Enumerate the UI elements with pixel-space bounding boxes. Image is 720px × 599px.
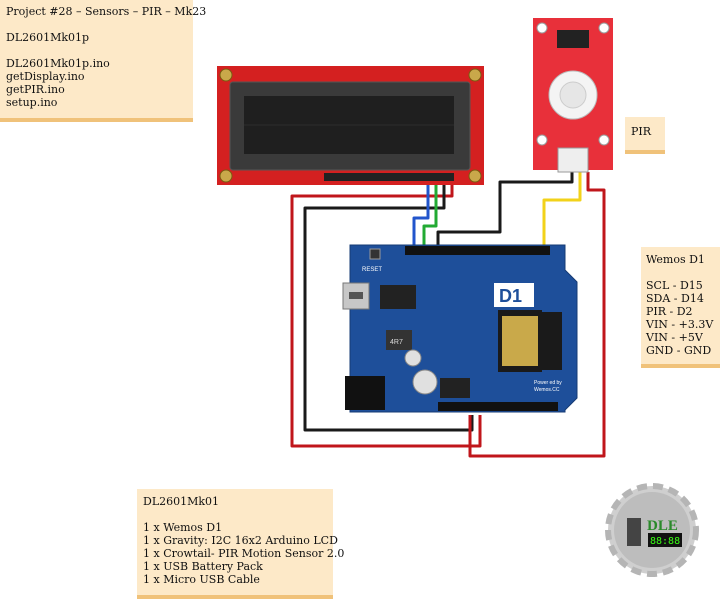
- logo-display: [648, 533, 682, 547]
- inductor-label: 4R7: [390, 339, 403, 346]
- wire-green-lcd: [422, 180, 438, 246]
- pir-sensor: [533, 18, 613, 173]
- powered-by-text: Power ed by: [534, 380, 562, 386]
- lcd-mount-hole: [219, 169, 233, 183]
- project-note-line: getDisplay.ino: [6, 70, 85, 83]
- wire-black-lcd: [303, 180, 474, 432]
- wemos-note-line: SDA - D14: [646, 292, 704, 305]
- parts-note-line: 1 x Wemos D1: [143, 521, 223, 534]
- pir-mount-hole: [536, 134, 548, 146]
- parts-list-note: DL2601Mk01 1 x Wemos D1 1 x Gravity: I2C…: [137, 489, 345, 599]
- board-header-top: [405, 246, 550, 255]
- project-note-line: getPIR.ino: [6, 83, 65, 96]
- project-note-line: setup.ino: [6, 96, 58, 109]
- parts-note-line: 1 x Crowtail- PIR Motion Sensor 2.0: [143, 547, 345, 560]
- logo-multimeter: [627, 518, 641, 546]
- pir-connector: [557, 147, 589, 173]
- lcd-mount-hole: [468, 68, 482, 82]
- logo-text: DLE: [647, 518, 678, 534]
- esp-antenna: [542, 312, 562, 370]
- pir-mount-hole: [536, 22, 548, 34]
- wemos-pinout-note: Wemos D1 SCL - D15 SDA - D14 PIR - D2 VI…: [641, 247, 720, 368]
- capacitor: [412, 369, 438, 395]
- parts-note-line: DL2601Mk01: [143, 495, 220, 508]
- logo-gear-inner: [614, 492, 690, 568]
- pir-note: PIR: [625, 117, 665, 154]
- wemos-note-line: Wemos D1: [646, 253, 705, 266]
- project-note-line: DL2601Mk01p: [6, 31, 90, 44]
- brand-text: Wemos.CC: [534, 387, 560, 393]
- lcd-module: [217, 66, 484, 185]
- d1-badge-text: D1: [499, 286, 522, 306]
- lcd-mount-hole: [468, 169, 482, 183]
- wires: [290, 172, 606, 458]
- pir-note-label: PIR: [631, 125, 652, 138]
- lcd-mount-hole: [219, 68, 233, 82]
- esp-shield: [502, 316, 538, 366]
- parts-note-line: 1 x USB Battery Pack: [143, 560, 263, 573]
- d1-badge: [494, 283, 534, 307]
- project-note-line: DL2601Mk01p.ino: [6, 57, 110, 70]
- reset-label: RESET: [362, 267, 382, 273]
- dle-logo: 88:88 DLE: [605, 483, 699, 577]
- capacitor-small: [404, 349, 422, 367]
- lcd-header-pins: [324, 173, 454, 181]
- pir-chip: [557, 30, 589, 48]
- wemos-note-line: VIN - +3.3V: [646, 318, 714, 331]
- board-header-bottom: [438, 402, 558, 411]
- wemos-note-line: VIN - +5V: [646, 331, 703, 344]
- logo-display-text: 88:88: [650, 536, 680, 547]
- reset-button: [369, 248, 381, 260]
- wire-blue-lcd: [412, 180, 430, 246]
- voltage-regulator: [440, 378, 470, 398]
- usb-port-slot: [349, 292, 363, 299]
- wire-red-lcd: [290, 180, 482, 448]
- dc-jack: [345, 376, 385, 410]
- wemos-note-line: SCL - D15: [646, 279, 703, 292]
- wemos-note-line: GND - GND: [646, 344, 712, 357]
- wire-yellow-pir: [542, 172, 582, 246]
- wemos-note-line: PIR - D2: [646, 305, 693, 318]
- usb-chip: [380, 285, 416, 309]
- pir-mount-hole: [598, 22, 610, 34]
- inductor: [386, 330, 412, 350]
- pir-dome-inner: [559, 81, 587, 109]
- wire-black-pir: [436, 172, 574, 246]
- parts-note-line: 1 x Micro USB Cable: [143, 573, 260, 586]
- pir-mount-hole: [598, 134, 610, 146]
- wire-red-pir: [468, 172, 606, 458]
- wemos-d1-board: RESET D1 4R7 Power ed by Wemos.CC: [342, 244, 578, 413]
